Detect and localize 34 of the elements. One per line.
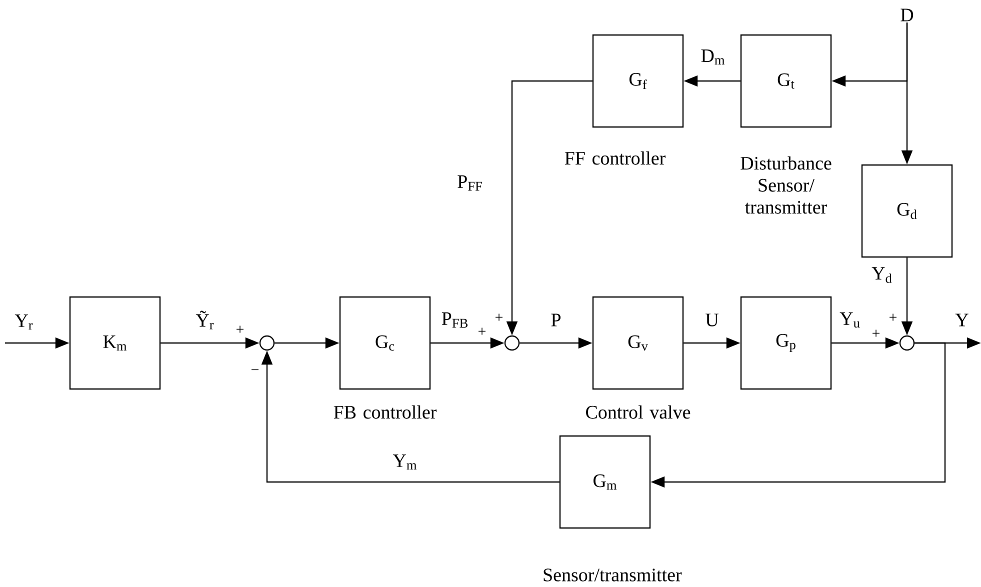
sign-label: − [252,369,258,370]
block-box: G$_{f}$ [592,34,684,128]
sign-label: + [478,328,486,335]
signal-label: Y$_{r}$ [14,314,33,330]
block-caption: FB controller [334,405,437,419]
block-box: G$_{v}$ [592,296,684,390]
block-box: G$_{c}$ [339,296,431,390]
block-box: G$_{d}$ [861,164,953,258]
signal-label: P$_{FF}$ [458,175,482,191]
block-box: G$_{t}$ [740,34,832,128]
signal-label: Y [955,314,968,326]
summing-junction [504,335,520,351]
signal-label: D [900,8,914,22]
block-box: G$_{m}$ [559,435,651,529]
signal-label: P [551,314,561,326]
block-caption: FF controller [564,151,666,165]
block-box: K$_{m}$ [69,296,161,390]
signal-label: Y$_{m}$ [392,454,417,470]
signal-label: P$_{FB}$ [442,312,468,328]
signal-label: U [706,314,718,326]
block-box: G$_{p}$ [740,296,832,390]
sign-label: + [872,330,880,337]
signal-label: D$_{m}$ [701,50,725,65]
block-caption: Control valve [586,405,690,419]
signal-label: Ỹ$_{r}$ [196,310,214,330]
sign-label: + [496,314,502,321]
summing-junction [259,335,275,351]
sign-label: + [890,314,896,321]
signal-label: Y$_{u}$ [840,312,860,328]
block-caption: Disturbance Sensor/ transmitter [740,156,832,214]
sign-label: + [236,326,244,333]
summing-junction [899,335,915,351]
signal-label: Y$_{d}$ [872,267,892,283]
block-caption: Sensor/transmitter [544,568,682,582]
